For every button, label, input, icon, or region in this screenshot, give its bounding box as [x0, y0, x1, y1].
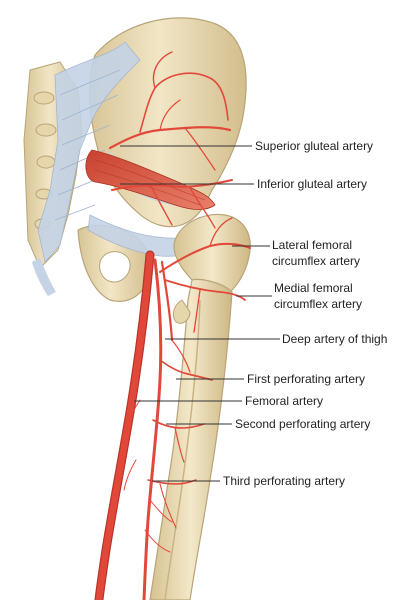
- third-perforating-vessel: [147, 479, 197, 485]
- label-medial-circumflex-line1: Medial femoral: [274, 281, 353, 295]
- first-perforating-vessel: [159, 359, 213, 381]
- label-femoral: Femoral artery: [245, 394, 323, 408]
- label-inferior-gluteal: Inferior gluteal artery: [257, 177, 367, 191]
- deep-artery-vessel: [142, 258, 163, 600]
- label-superior-gluteal: Superior gluteal artery: [255, 139, 373, 153]
- label-third-perforating: Third perforating artery: [223, 474, 345, 488]
- label-first-perforating: First perforating artery: [247, 372, 365, 386]
- labels: Superior gluteal artery Inferior gluteal…: [223, 139, 387, 488]
- second-perforating-vessel: [152, 419, 205, 429]
- label-medial-circumflex-line2: circumflex artery: [274, 297, 362, 311]
- medial-circumflex-vessel: [164, 279, 246, 301]
- piriformis-muscle: [85, 149, 216, 210]
- arteries: [94, 51, 251, 600]
- label-deep-artery: Deep artery of thigh: [282, 332, 387, 346]
- label-lateral-circumflex-line2: circumflex artery: [272, 254, 360, 268]
- leader-lines: [120, 145, 280, 482]
- label-second-perforating: Second perforating artery: [235, 417, 370, 431]
- femur: [149, 213, 251, 600]
- label-lateral-circumflex-line1: Lateral femoral: [272, 238, 352, 252]
